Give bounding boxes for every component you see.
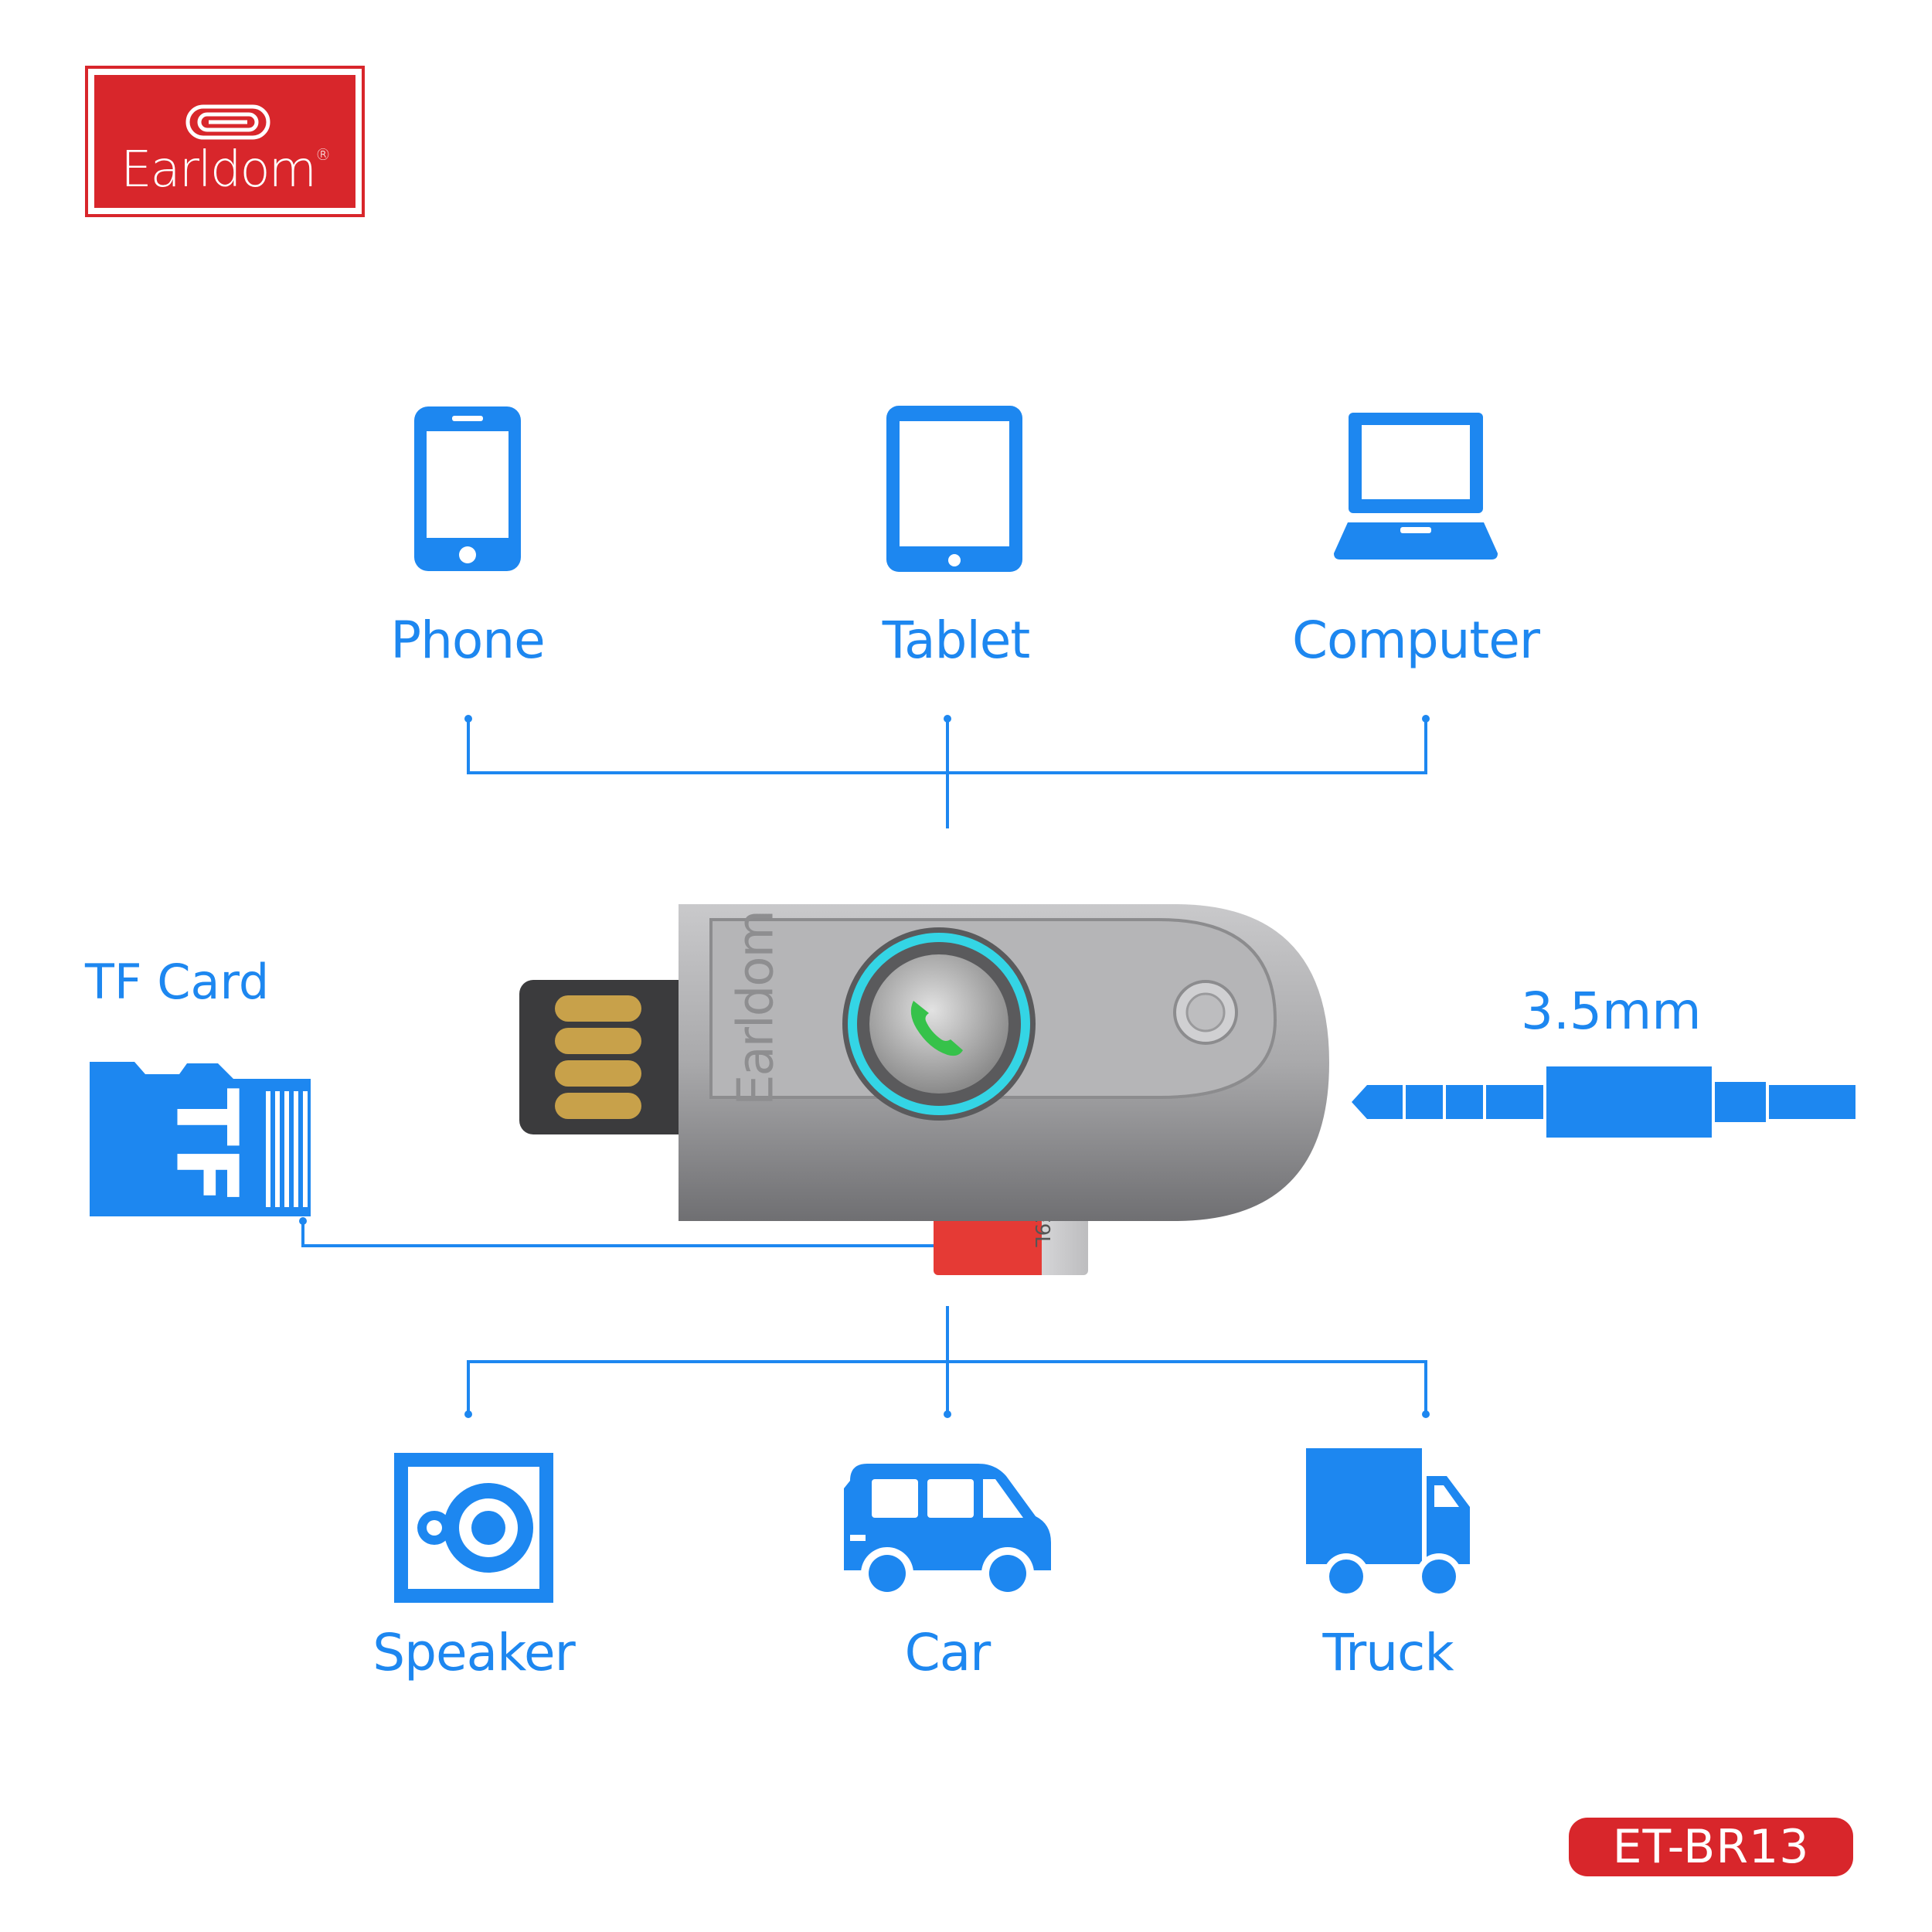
usb-contacts: [555, 995, 641, 1119]
phone-icon: [414, 406, 521, 571]
phone-call-icon: [910, 1001, 963, 1056]
source-label-computer: Computer: [1291, 611, 1540, 670]
brand-name: Earldom®: [94, 141, 355, 199]
model-badge: ET-BR13: [1569, 1818, 1853, 1876]
truck-icon: [1306, 1448, 1470, 1600]
device-engraving: Earldom: [728, 911, 785, 1106]
laptop-icon: [1334, 413, 1498, 560]
tf-card-icon: TF: [90, 1062, 311, 1216]
audio-jack-icon: [1352, 1066, 1855, 1138]
bottom-bracket-line: [467, 1360, 1427, 1414]
source-label-phone: Phone: [390, 611, 545, 670]
car-icon: [844, 1464, 1051, 1600]
tablet-icon: [886, 406, 1022, 572]
brand-logo-background: Earldom®: [94, 75, 355, 208]
brand-name-text: Earldom: [121, 141, 317, 199]
speaker-icon: [394, 1453, 553, 1603]
call-button: [869, 954, 1009, 1094]
brand-logo: Earldom®: [85, 66, 365, 217]
registered-mark: ®: [315, 145, 331, 164]
tf-card-label: TF Card: [85, 954, 270, 1010]
call-button-glow-ring: [848, 933, 1030, 1115]
brand-e-mark-icon: [185, 104, 270, 140]
tf-card-line: [301, 1221, 970, 1247]
output-label-truck: Truck: [1322, 1623, 1454, 1682]
source-label-tablet: Tablet: [882, 611, 1031, 670]
tf-card-text: TF: [158, 1088, 257, 1204]
output-label-speaker: Speaker: [372, 1623, 575, 1682]
bluetooth-receiver-device: E9L Earldom: [519, 904, 1329, 1275]
jack-label: 3.5mm: [1521, 981, 1702, 1041]
output-label-car: Car: [904, 1623, 992, 1682]
